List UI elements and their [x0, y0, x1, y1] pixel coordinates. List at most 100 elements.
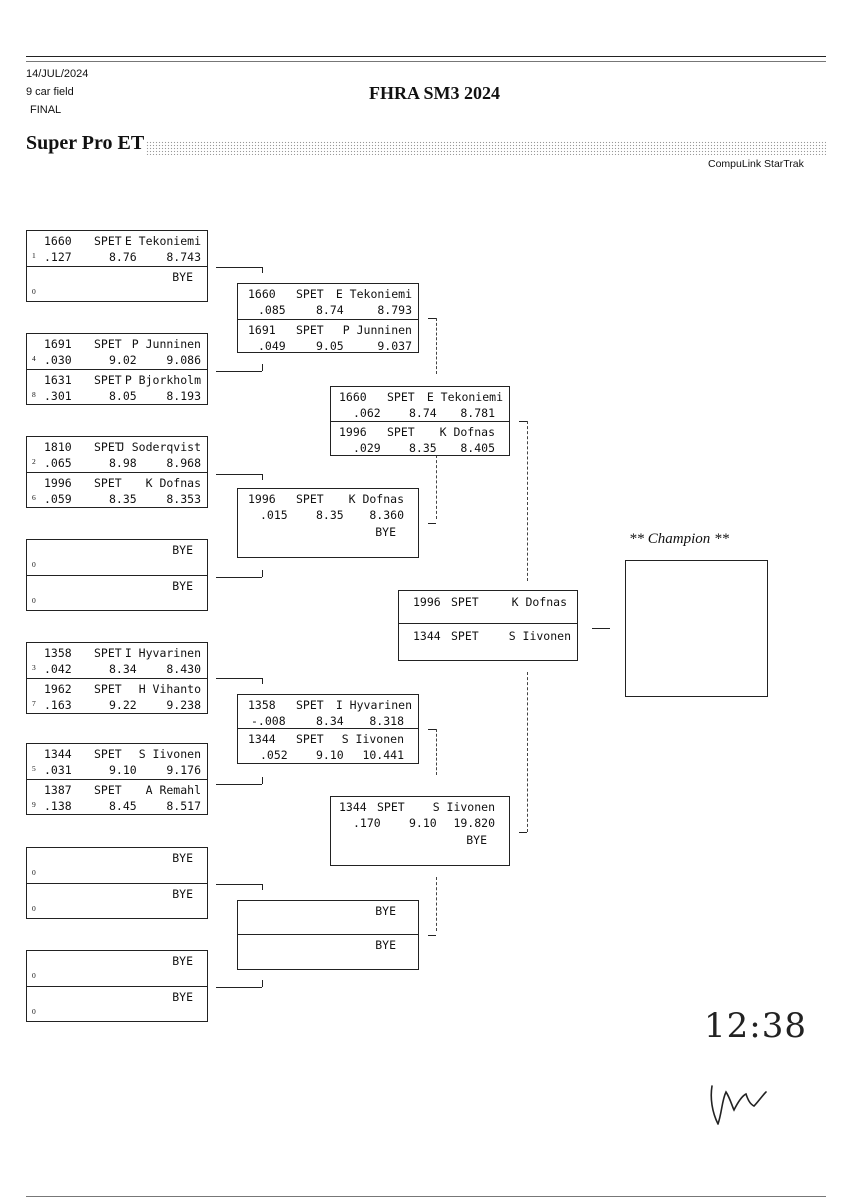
- elapsed-time: 8.405: [460, 441, 495, 455]
- reaction-time: .065: [44, 456, 72, 470]
- racer-slot: BYE: [238, 901, 418, 936]
- bye-label: BYE: [172, 990, 193, 1004]
- lane-number: 0: [32, 904, 36, 913]
- dotted-rule: [146, 141, 826, 155]
- round1-matchup-4: BYE 0 BYE 0: [26, 539, 208, 611]
- racer-slot: BYE 0: [27, 575, 207, 610]
- class-label: SPET: [94, 476, 122, 490]
- bye-label: BYE: [466, 833, 487, 847]
- racer-name: E Tekoniemi: [426, 390, 503, 404]
- bracket-line: [527, 672, 528, 832]
- dial-in: 9.10: [316, 748, 344, 762]
- bracket-line: [436, 318, 437, 374]
- bracket-line: [592, 628, 610, 629]
- dial-in: 8.05: [109, 389, 137, 403]
- car-number: 1358: [248, 698, 276, 712]
- dial-in: 9.22: [109, 698, 137, 712]
- class-label: SPET: [296, 323, 324, 337]
- class-label: SPET: [94, 747, 122, 761]
- car-number: 1344: [413, 629, 441, 643]
- racer-name: A Remahl: [145, 783, 201, 797]
- racer-name: J Soderqvist: [117, 440, 201, 454]
- lane-number: 1: [32, 251, 36, 260]
- racer-name: I Hyvarinen: [335, 698, 412, 712]
- bracket-line: [527, 421, 528, 581]
- racer-slot: BYE: [238, 934, 418, 969]
- bracket-line: [262, 777, 263, 784]
- car-number: 1810: [44, 440, 72, 454]
- race-date: 14/JUL/2024: [26, 68, 89, 80]
- lane-number: 0: [32, 971, 36, 980]
- bye-label: BYE: [172, 543, 193, 557]
- bye-label: BYE: [172, 851, 193, 865]
- bracket-line: [262, 980, 263, 987]
- bracket-line: [216, 784, 262, 785]
- car-number: 1660: [248, 287, 276, 301]
- dial-in: 8.35: [409, 441, 437, 455]
- reaction-time: .029: [353, 441, 381, 455]
- car-number: 1387: [44, 783, 72, 797]
- racer-name: E Tekoniemi: [335, 287, 412, 301]
- dial-in: 9.10: [409, 816, 437, 830]
- brand-label: CompuLink StarTrak: [708, 158, 804, 170]
- elapsed-time: 9.037: [377, 339, 412, 353]
- round1-matchup-7: BYE 0 BYE 0: [26, 847, 208, 919]
- racer-name: P Bjorkholm: [124, 373, 201, 387]
- reaction-time: .085: [258, 303, 286, 317]
- bracket-line: [216, 577, 262, 578]
- reaction-time: .030: [44, 353, 72, 367]
- reaction-time: .059: [44, 492, 72, 506]
- class-label: SPET: [94, 373, 122, 387]
- car-number: 1962: [44, 682, 72, 696]
- bye-label: BYE: [172, 270, 193, 284]
- bracket-line: [216, 371, 262, 372]
- dial-in: 8.34: [316, 714, 344, 728]
- class-label: SPET: [94, 646, 122, 660]
- class-label: SPET: [94, 682, 122, 696]
- racer-slot: BYE: [238, 522, 418, 557]
- racer-slot: BYE 0: [27, 951, 207, 986]
- event-title: Super Pro ET: [26, 132, 145, 154]
- elapsed-time: 9.176: [166, 763, 201, 777]
- reaction-time: .062: [353, 406, 381, 420]
- reaction-time: .042: [44, 662, 72, 676]
- bracket-line: [519, 421, 527, 422]
- handwritten-initials-icon: [710, 1085, 767, 1125]
- bracket-line: [436, 729, 437, 775]
- racer-name: P Junninen: [131, 337, 201, 351]
- dial-in: 8.45: [109, 799, 137, 813]
- car-number: 1691: [44, 337, 72, 351]
- lane-number: 7: [32, 699, 36, 708]
- bracket-line: [428, 729, 436, 730]
- racer-name: S Iivonen: [138, 747, 201, 761]
- racer-name: K Dofnas: [511, 595, 567, 609]
- class-label: SPET: [94, 783, 122, 797]
- lane-number: 9: [32, 800, 36, 809]
- bracket-line: [216, 987, 262, 988]
- round-label: FINAL: [30, 104, 62, 116]
- bracket-line: [262, 570, 263, 577]
- bye-label: BYE: [172, 887, 193, 901]
- lane-number: 0: [32, 560, 36, 569]
- bracket-line: [216, 884, 262, 885]
- car-number: 1631: [44, 373, 72, 387]
- elapsed-time: 9.238: [166, 698, 201, 712]
- racer-name: I Hyvarinen: [124, 646, 201, 660]
- class-label: SPET: [451, 595, 479, 609]
- dial-in: 8.34: [109, 662, 137, 676]
- class-label: SPET: [94, 234, 122, 248]
